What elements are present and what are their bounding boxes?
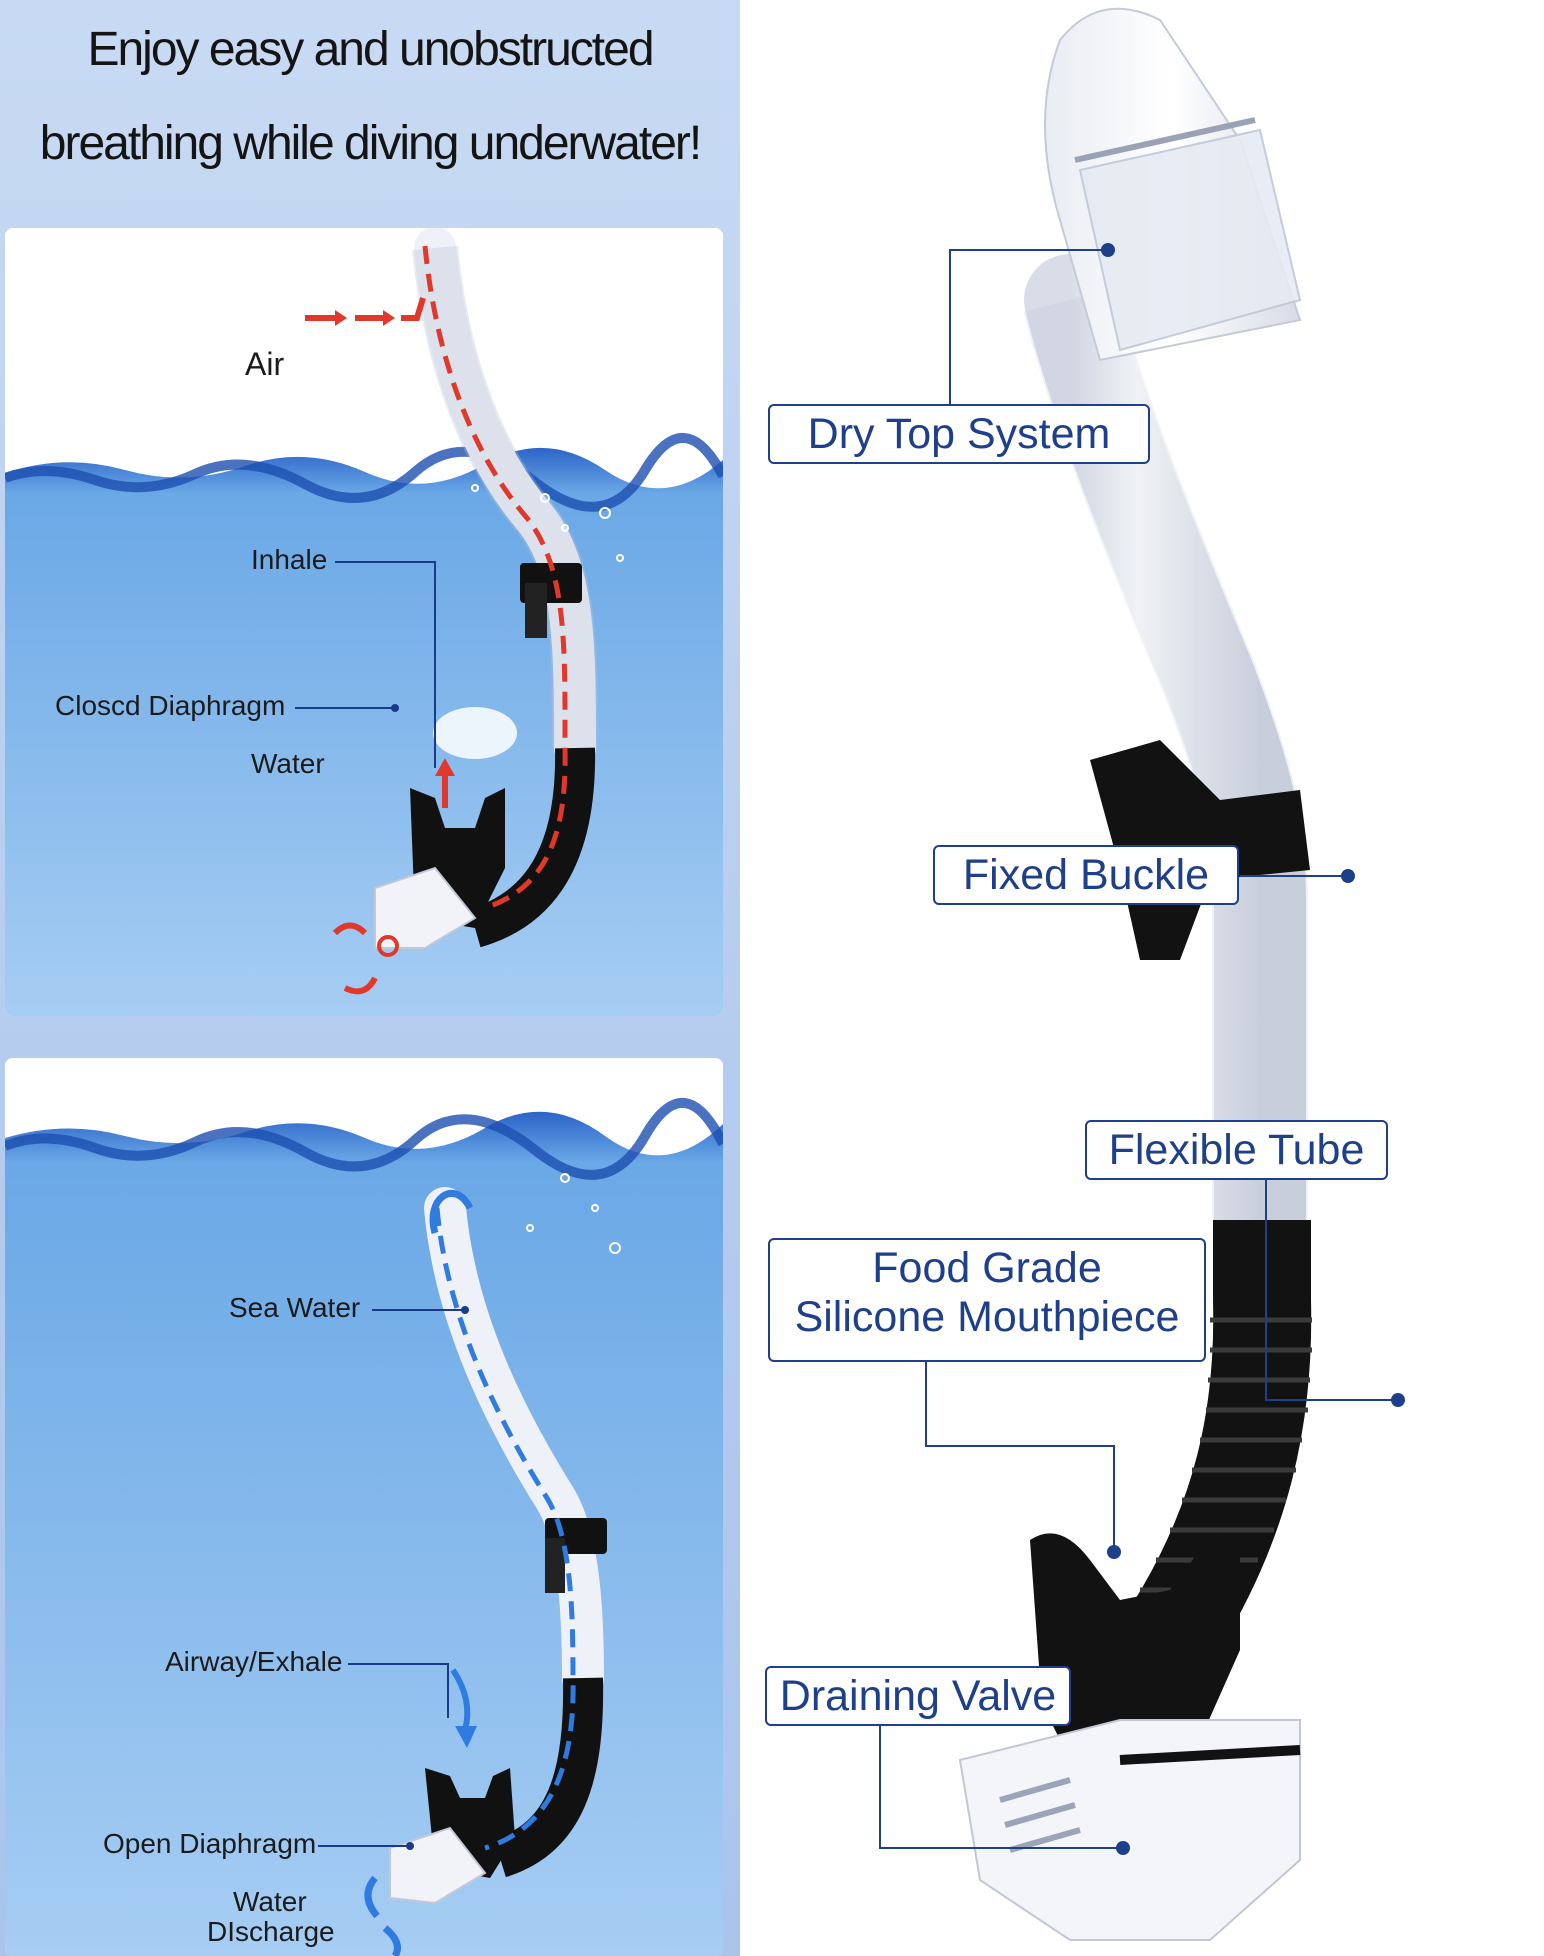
air-arrow-3 bbox=[401, 297, 426, 321]
wave-crest bbox=[5, 433, 723, 512]
diaphragm-leader-dot bbox=[391, 704, 399, 712]
dry-top-clear-chamber bbox=[1078, 128, 1302, 352]
buckle-clip bbox=[525, 583, 547, 638]
callout-mouthpiece-line-1: Food Grade bbox=[872, 1244, 1102, 1292]
flexible-tube-dot bbox=[1391, 1393, 1405, 1407]
sea-water-leader-dot bbox=[461, 1306, 469, 1314]
mouthpiece-leader bbox=[925, 1362, 1115, 1552]
label-water-discharge-2: DIscharge bbox=[207, 1916, 335, 1947]
callout-silicone-mouthpiece: Food Grade Silicone Mouthpiece bbox=[768, 1238, 1206, 1362]
label-airway-exhale: Airway/Exhale bbox=[165, 1646, 343, 1677]
panel-closed-diaphragm: Air Inhale Closcd Diaphragm Water bbox=[5, 228, 723, 1016]
valve bbox=[374, 866, 477, 949]
buckle-clip bbox=[545, 1538, 565, 1593]
valve-black-strip bbox=[1119, 1745, 1301, 1765]
callout-draining-valve: Draining Valve bbox=[765, 1666, 1071, 1726]
panel-open-diaphragm: Sea Water Airway/Exhale Open Diaphragm W… bbox=[5, 1058, 723, 1956]
tube-white bbox=[424, 1187, 604, 1699]
label-inhale: Inhale bbox=[251, 544, 328, 575]
headline-line-1: Enjoy easy and unobstructed bbox=[87, 23, 654, 76]
exhale-flow-line bbox=[434, 1207, 576, 1851]
dry-top-band bbox=[1074, 117, 1256, 163]
water-arrow bbox=[332, 922, 378, 995]
label-closed-diaphragm: Closcd Diaphragm bbox=[55, 690, 286, 721]
draining-valve bbox=[958, 1719, 1301, 1941]
inhale-cloud bbox=[433, 707, 517, 759]
valve-slots bbox=[999, 1777, 1081, 1853]
callout-mouthpiece-line-2: Silicone Mouthpiece bbox=[794, 1292, 1180, 1341]
inhale-leader bbox=[335, 561, 436, 768]
inhale-arrow-head bbox=[435, 758, 455, 776]
label-sea-water: Sea Water bbox=[229, 1292, 361, 1323]
draining-valve-dot bbox=[1116, 1841, 1130, 1855]
fixed-buckle-dot bbox=[1341, 869, 1355, 883]
airway-leader bbox=[348, 1663, 449, 1718]
mouthpiece-dot bbox=[1107, 1545, 1121, 1559]
air-flow-line bbox=[422, 245, 568, 911]
valve-dot bbox=[377, 935, 399, 957]
snorkel-product-image bbox=[879, 7, 1405, 1941]
discharge-arrow-1 bbox=[364, 1875, 380, 1919]
tube-outline bbox=[412, 245, 598, 749]
callout-fixed-buckle: Fixed Buckle bbox=[933, 845, 1239, 905]
draining-valve-leader bbox=[879, 1726, 1123, 1849]
tube-corrugated bbox=[468, 747, 596, 948]
label-water: Water bbox=[251, 748, 325, 779]
label-water-discharge-1: Water bbox=[233, 1886, 307, 1917]
air-arrow-2-head bbox=[383, 310, 395, 326]
dry-top-leader bbox=[949, 249, 1108, 415]
silicone-mouthpiece bbox=[1030, 1533, 1240, 1760]
top-return-arrow bbox=[429, 1189, 474, 1234]
left-column: Enjoy easy and unobstructed breathing wh… bbox=[0, 0, 740, 1956]
discharge-arrow-2 bbox=[382, 1925, 401, 1956]
exhale-arrow-head bbox=[455, 1726, 477, 1748]
tube-white bbox=[414, 228, 596, 769]
sky bbox=[5, 228, 723, 468]
callout-dry-top-system: Dry Top System bbox=[768, 404, 1150, 464]
water-body bbox=[5, 1111, 723, 1956]
panel-top-illustration bbox=[5, 228, 723, 1016]
headline-line-2: breathing while diving underwater! bbox=[39, 117, 702, 170]
sky bbox=[5, 1058, 723, 1138]
callout-flexible-tube: Flexible Tube bbox=[1085, 1120, 1388, 1180]
label-air: Air bbox=[245, 346, 285, 382]
tube-corrugated bbox=[493, 1677, 604, 1878]
exhale-arrow bbox=[450, 1668, 471, 1731]
wave-crest bbox=[5, 1098, 723, 1180]
dry-top-dot bbox=[1101, 243, 1115, 257]
panel-bottom-illustration bbox=[5, 1058, 723, 1956]
label-open-diaphragm: Open Diaphragm bbox=[103, 1828, 317, 1859]
flexible-tube-leader bbox=[1265, 1180, 1398, 1401]
air-arrow-1-head bbox=[335, 310, 347, 326]
open-diaphragm-leader-dot bbox=[406, 1842, 414, 1850]
